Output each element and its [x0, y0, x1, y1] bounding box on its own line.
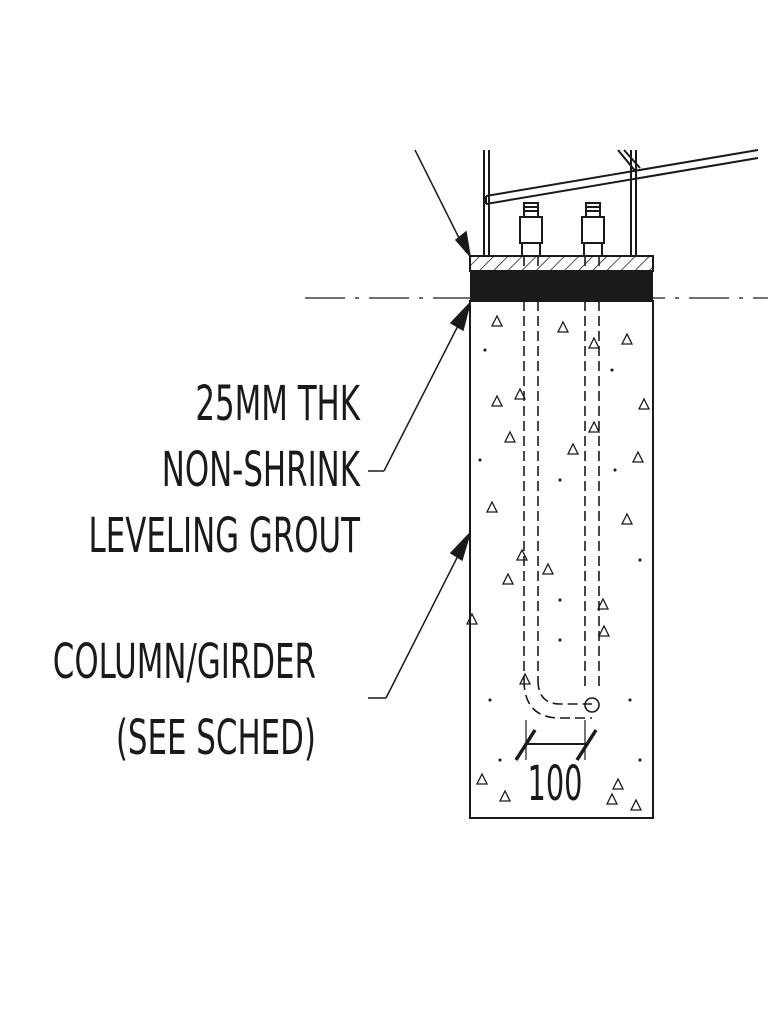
aggregate-triangle — [620, 332, 634, 345]
grout-layer — [470, 271, 653, 301]
anchor-nuts — [519, 202, 605, 257]
aggregate-triangle — [498, 789, 512, 802]
aggregate-triangle — [503, 430, 517, 443]
aggregate-dot — [558, 638, 562, 642]
aggregate-dot — [638, 558, 642, 562]
aggregate-triangle — [541, 562, 555, 575]
aggregate-triangle — [629, 798, 643, 811]
aggregate-dot — [628, 698, 632, 702]
bolt-end-circle — [584, 697, 600, 713]
aggregate-triangle — [513, 387, 527, 400]
aggregate-triangle — [501, 572, 515, 585]
aggregate-triangle — [637, 397, 651, 410]
aggregate-dot — [478, 458, 482, 462]
concrete-aggregate — [465, 314, 651, 811]
column-note-line2: (SEE SCHED) — [116, 709, 316, 766]
aggregate-dot — [558, 478, 562, 482]
aggregate-triangle — [490, 394, 504, 407]
aggregate-triangle — [556, 320, 570, 333]
aggregate-triangle — [490, 314, 504, 327]
aggregate-triangle — [620, 512, 634, 525]
leader-lines — [368, 149, 472, 699]
aggregate-triangle — [566, 442, 580, 455]
aggregate-dot — [638, 758, 642, 762]
aggregate-triangle — [611, 777, 625, 790]
column-note-line1: COLUMN/GIRDER — [53, 633, 316, 690]
aggregate-triangle — [597, 624, 611, 637]
concrete-pier — [469, 300, 654, 819]
aggregate-triangle — [485, 500, 499, 513]
aggregate-triangle — [605, 792, 619, 805]
aggregate-triangle — [587, 420, 601, 433]
aggregate-triangle — [475, 772, 489, 785]
grout-note-line3: LEVELING GROUT — [89, 507, 361, 564]
aggregate-triangle — [515, 548, 529, 561]
dimension-label: 100 — [528, 755, 583, 811]
aggregate-dot — [613, 468, 617, 472]
aggregate-dot — [483, 348, 487, 352]
aggregate-dot — [610, 368, 614, 372]
base-plate — [469, 255, 654, 272]
aggregate-triangle — [465, 612, 479, 625]
steel-column — [483, 149, 759, 256]
aggregate-dot — [488, 698, 492, 702]
aggregate-triangle — [587, 336, 601, 349]
dimension-100 — [514, 720, 598, 761]
grout-note: 25MM THK NON-SHRINK LEVELING GROUT — [89, 375, 361, 564]
grout-note-line1: 25MM THK — [195, 375, 361, 432]
aggregate-dot — [558, 598, 562, 602]
column-note: COLUMN/GIRDER (SEE SCHED) — [53, 633, 316, 766]
aggregate-triangle — [518, 672, 532, 685]
anchor-bolts — [523, 256, 600, 719]
aggregate-triangle — [596, 597, 610, 610]
aggregate-dot — [498, 758, 502, 762]
aggregate-triangle — [631, 450, 645, 463]
grout-note-line2: NON-SHRINK — [162, 441, 361, 498]
